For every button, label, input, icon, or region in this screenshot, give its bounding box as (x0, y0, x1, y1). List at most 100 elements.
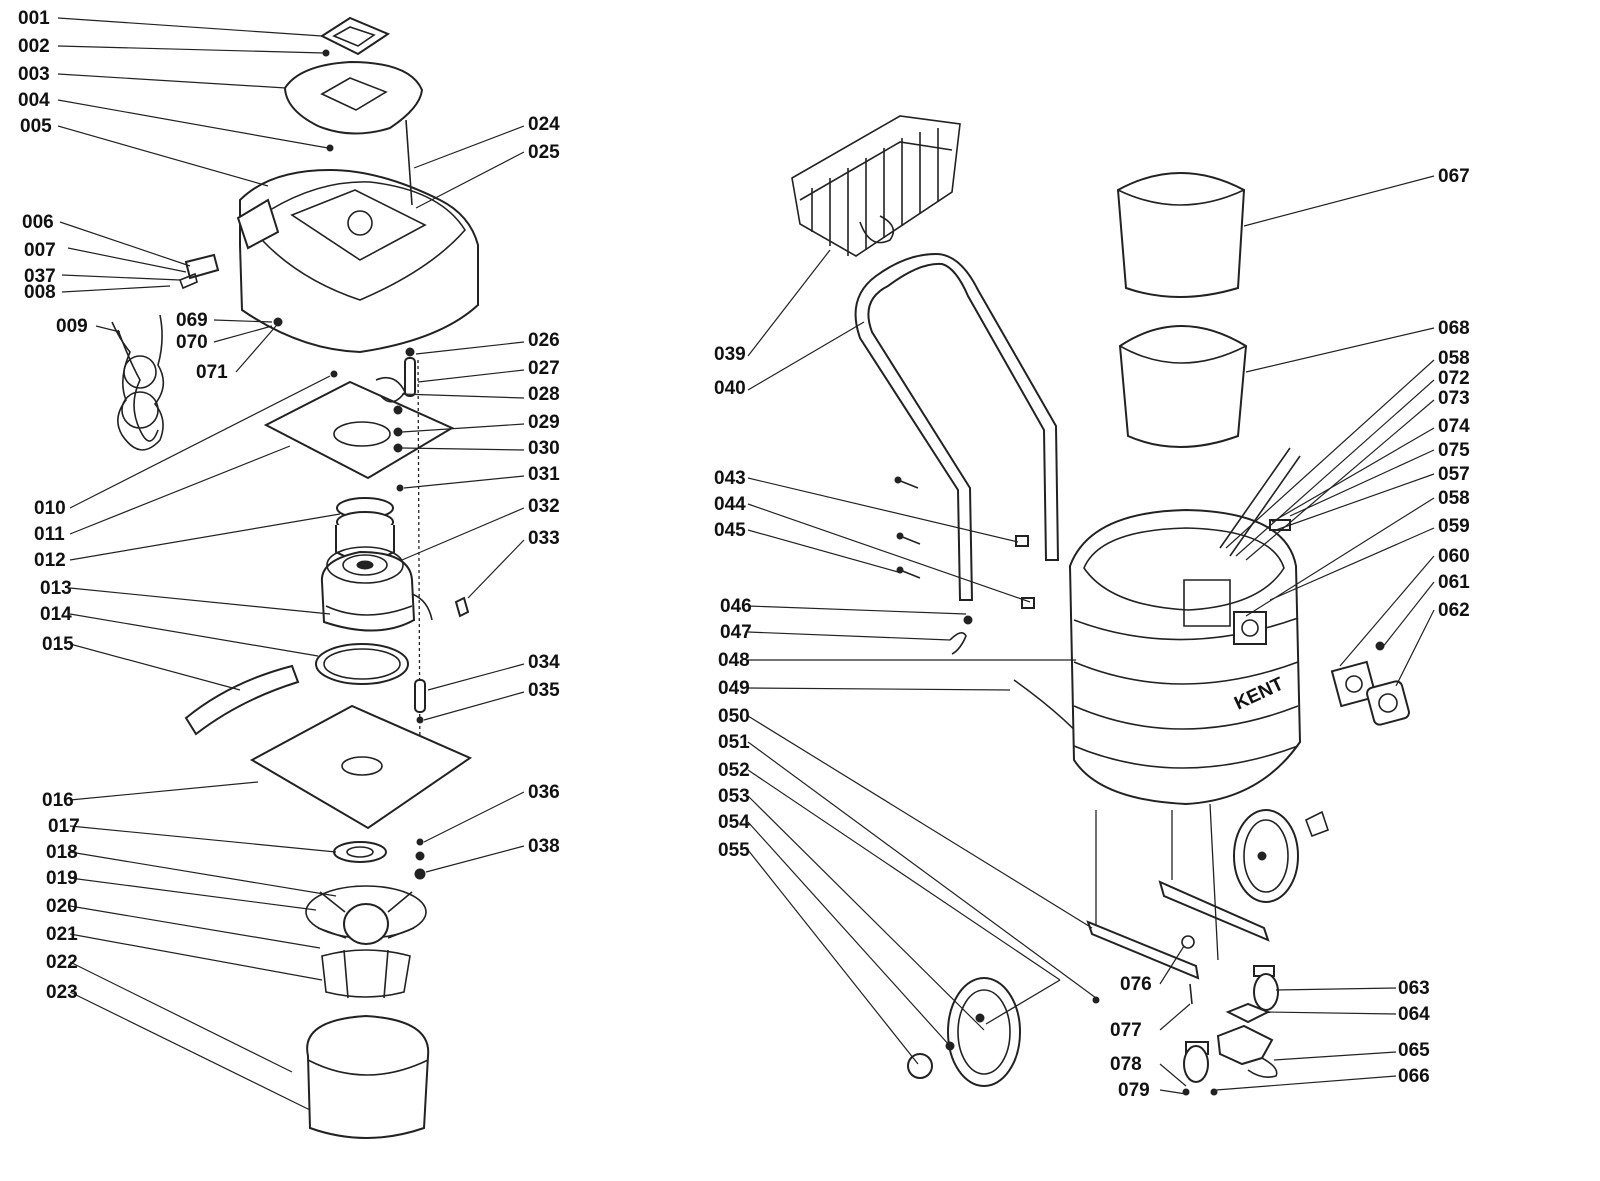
callout-052: 052 (718, 760, 750, 781)
callout-068: 068 (1438, 318, 1470, 339)
callout-012: 012 (34, 550, 66, 571)
callout-037: 037 (24, 266, 56, 287)
axle-frame (1086, 920, 1200, 980)
callout-033: 033 (528, 528, 560, 549)
callout-025: 025 (528, 142, 560, 163)
part-067 (1116, 172, 1246, 298)
callout-024: 024 (528, 114, 560, 135)
callout-073: 073 (1438, 388, 1470, 409)
left-assembly (111, 16, 479, 1139)
callout-067: 067 (1438, 166, 1470, 187)
part-059 (1330, 660, 1378, 708)
callout-011: 011 (34, 524, 65, 545)
part-caster-left (1183, 1041, 1209, 1083)
part-front-wheel (907, 977, 1061, 1087)
part-009 (111, 314, 165, 451)
part-076 (1181, 935, 1195, 949)
part-017 (333, 841, 387, 863)
callout-048: 048 (718, 650, 750, 671)
callout-059: 059 (1438, 516, 1470, 537)
part-001 (319, 16, 391, 56)
callout-078: 078 (1110, 1054, 1142, 1075)
callout-030: 030 (528, 438, 560, 459)
part-068 (1118, 325, 1248, 448)
part-034 (414, 679, 426, 713)
callout-029: 029 (528, 412, 560, 433)
callout-013: 013 (40, 578, 72, 599)
callout-060: 060 (1438, 546, 1470, 567)
callout-063: 063 (1398, 978, 1430, 999)
callout-017: 017 (48, 816, 80, 837)
part-055 (907, 1053, 933, 1079)
part-003 (283, 60, 424, 135)
callout-001: 001 (18, 8, 50, 29)
part-063 (1253, 965, 1279, 1011)
part-047 (949, 632, 967, 655)
callout-003: 003 (18, 64, 50, 85)
callout-014: 014 (40, 604, 72, 625)
part-013 (320, 546, 433, 632)
callout-050: 050 (718, 706, 750, 727)
callout-020: 020 (46, 896, 78, 917)
callout-022: 022 (46, 952, 78, 973)
callout-019: 019 (46, 868, 78, 889)
callout-032: 032 (528, 496, 560, 517)
part-065 (1216, 1024, 1278, 1078)
callout-015: 015 (42, 634, 74, 655)
callout-044: 044 (714, 494, 746, 515)
part-033 (454, 596, 470, 618)
callout-046: 046 (720, 596, 752, 617)
callout-074: 074 (1438, 416, 1470, 437)
callout-047: 047 (720, 622, 752, 643)
callout-057: 057 (1438, 464, 1470, 485)
callout-077: 077 (1110, 1020, 1142, 1041)
part-071 (273, 317, 283, 327)
callout-071: 071 (196, 362, 228, 383)
callout-009: 009 (56, 316, 88, 337)
part-016 (249, 704, 473, 830)
callout-026: 026 (528, 330, 560, 351)
callout-007: 007 (24, 240, 56, 261)
part-015 (184, 664, 300, 736)
callout-055: 055 (718, 840, 750, 861)
callout-010: 010 (34, 498, 66, 519)
callout-072: 072 (1438, 368, 1470, 389)
part-021 (321, 949, 411, 998)
callout-028: 028 (528, 384, 560, 405)
callout-053: 053 (718, 786, 750, 807)
part-039 (791, 115, 961, 257)
callout-008: 008 (24, 282, 56, 303)
callout-079: 079 (1118, 1080, 1150, 1101)
callout-031: 031 (528, 464, 560, 485)
callout-045: 045 (714, 520, 746, 541)
callout-058: 058 (1438, 488, 1470, 509)
part-023 (306, 1014, 430, 1139)
callout-062: 062 (1438, 600, 1470, 621)
callout-004: 004 (18, 90, 50, 111)
callout-036: 036 (528, 782, 560, 803)
callout-021: 021 (46, 924, 78, 945)
part-026 (404, 357, 416, 397)
callout-070: 070 (176, 332, 208, 353)
part-040 (854, 252, 1060, 625)
leader-lines (57, 17, 1435, 1111)
callout-034: 034 (528, 652, 560, 673)
part-048: KENT (1068, 508, 1302, 806)
callout-023: 023 (46, 982, 78, 1003)
callout-005: 005 (20, 116, 52, 137)
callout-018: 018 (46, 842, 78, 863)
callout-040: 040 (714, 378, 746, 399)
right-assembly: KENT (791, 115, 1410, 1096)
part-005 (239, 168, 479, 354)
callout-065: 065 (1398, 1040, 1430, 1061)
callout-069: 069 (176, 310, 208, 331)
callout-061: 061 (1438, 572, 1470, 593)
callout-002: 002 (18, 36, 50, 57)
callout-049: 049 (718, 678, 750, 699)
right-callout-labels: 0390400430440450460470480490500510520530… (714, 166, 1470, 1101)
callout-027: 027 (528, 358, 560, 379)
callout-051: 051 (718, 732, 750, 753)
part-011 (263, 380, 455, 480)
callout-066: 066 (1398, 1066, 1430, 1087)
